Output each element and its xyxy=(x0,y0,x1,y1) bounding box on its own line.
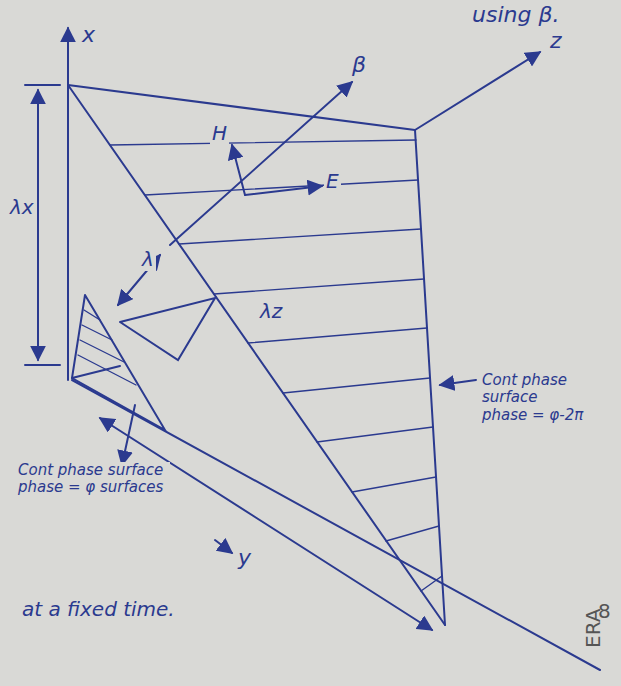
axis-label: x xyxy=(80,22,97,47)
note-text: Cont phase surface phase = φ surfaces xyxy=(16,462,170,497)
vector-label: E xyxy=(324,170,341,193)
vector-label: H xyxy=(210,122,229,145)
vector-label: β xyxy=(350,52,368,77)
camera-watermark: ERA xyxy=(582,607,605,650)
cropped-heading: using β. xyxy=(470,2,561,27)
dimension-label: λx xyxy=(8,196,36,219)
note-text: Cont phase surface phase = φ-2π xyxy=(480,372,588,424)
axis-label: y xyxy=(236,545,253,570)
note-text: at a fixed time. xyxy=(20,598,177,621)
dimension-label: λ xyxy=(140,248,156,271)
axis-label: z xyxy=(548,28,564,53)
dimension-label: λz xyxy=(258,300,284,323)
